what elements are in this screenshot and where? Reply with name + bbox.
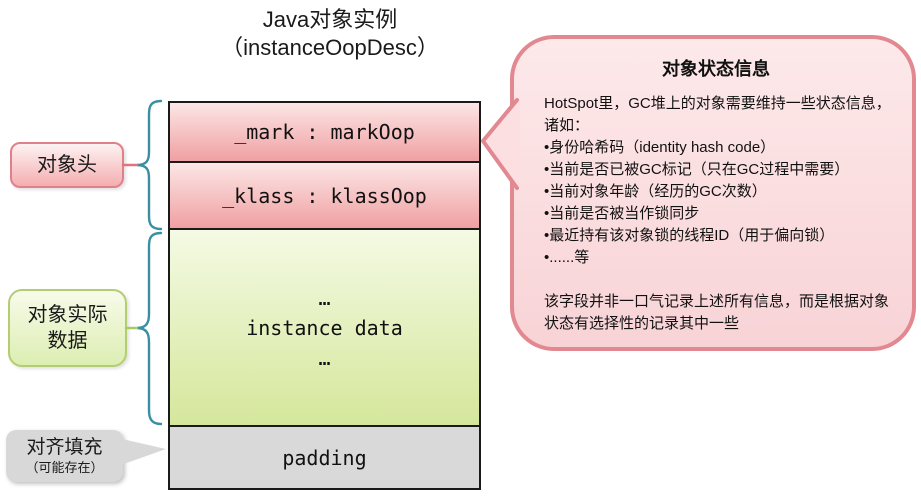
curly-brace-data-icon [136, 231, 163, 426]
title-line-2: （instanceOopDesc） [221, 35, 439, 60]
instance-data-box: … instance data … [168, 228, 481, 427]
callout-bullet: •当前对象年龄（经历的GC次数） [544, 183, 767, 200]
callout-bullet: •当前是否被当作锁同步 [544, 205, 700, 222]
callout-bullet: •身份哈希码（identity hash code） [544, 139, 776, 156]
instance-data-ellipsis-bottom: … [318, 345, 331, 370]
padding-box: padding [168, 425, 481, 490]
instance-data-ellipsis-top: … [318, 285, 331, 310]
instance-data-side-label-line2: 数据 [47, 330, 88, 352]
callout-bullet: •当前是否已被GC标记（只在GC过程中需要） [544, 161, 850, 178]
callout-body: HotSpot里，GC堆上的对象需要维持一些状态信息，诸如： •身份哈希码（id… [544, 93, 896, 335]
curly-brace-header-icon [136, 99, 163, 231]
klass-field-label: _klass : klassOop [222, 183, 427, 208]
title-line-1: Java对象实例 [262, 7, 398, 32]
object-header-label-text: 对象头 [37, 154, 97, 176]
callout-bullet: •最近持有该对象锁的线程ID（用于偏向锁） [544, 227, 835, 244]
klass-field-box: _klass : klassOop [168, 161, 481, 230]
padding-box-label: padding [282, 445, 367, 470]
instance-data-side-label: 对象实际 数据 [8, 289, 127, 367]
instance-data-label: instance data [246, 315, 403, 340]
mark-field-box: _mark : markOop [168, 101, 481, 163]
callout-title: 对象状态信息 [662, 59, 770, 79]
callout-intro: HotSpot里，GC堆上的对象需要维持一些状态信息，诸如： [544, 95, 891, 134]
callout-footer: 该字段并非一口气记录上述所有信息，而是根据对象状态有选择性的记录其中一些 [544, 293, 890, 332]
object-header-label: 对象头 [10, 142, 124, 188]
padding-side-bubble: 对齐填充 （可能存在） [6, 430, 123, 482]
instance-data-side-label-line1: 对象实际 [27, 304, 108, 326]
callout-bubble: 对象状态信息 HotSpot里，GC堆上的对象需要维持一些状态信息，诸如： •身… [510, 35, 916, 351]
diagram-title: Java对象实例 （instanceOopDesc） [160, 6, 500, 62]
callout-bullet: •......等 [544, 249, 590, 266]
mark-field-label: _mark : markOop [234, 120, 415, 144]
padding-side-label-line2: （可能存在） [25, 459, 104, 475]
padding-side-label-line1: 对齐填充 [26, 436, 103, 458]
